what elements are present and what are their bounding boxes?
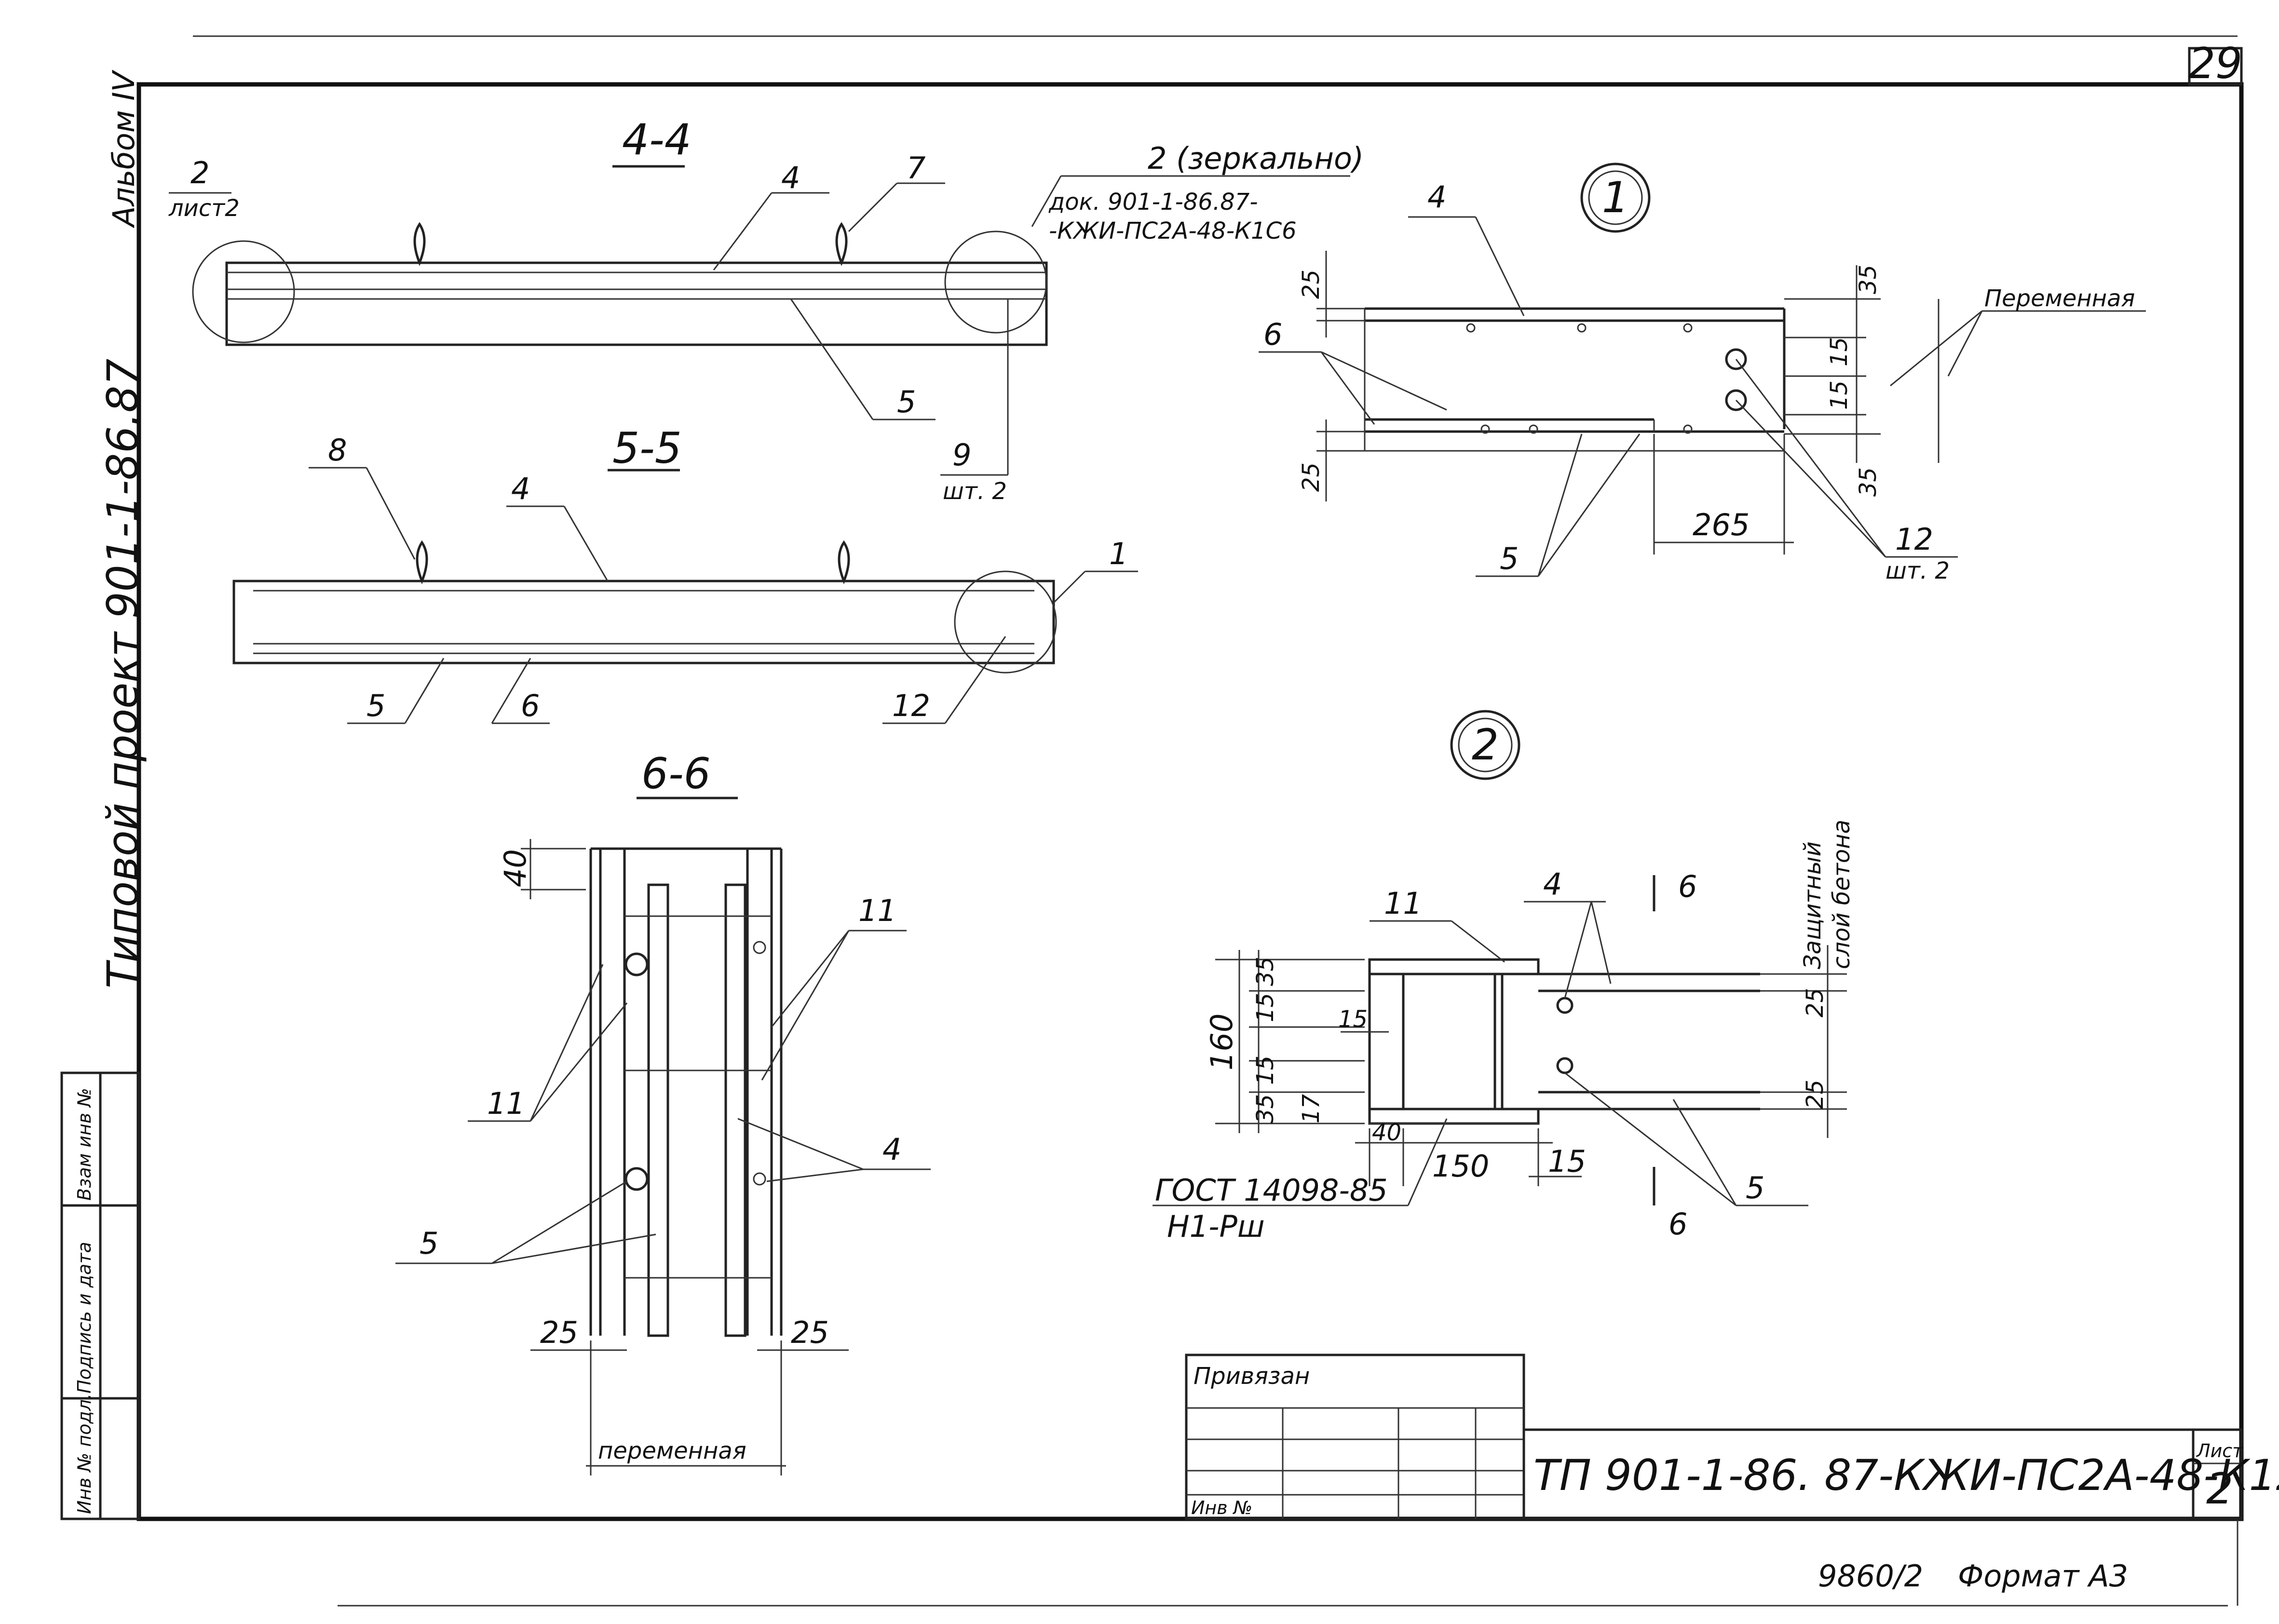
callout-4c: 4 [882,1132,901,1167]
section-4-4 [169,165,1350,476]
callout-5: 5 [897,384,916,420]
dim-25a: 25 [540,1315,578,1350]
node2-dim-35b: 35 [1252,1094,1279,1123]
section-6-6 [395,797,931,1475]
node1-dim-25a: 25 [1298,270,1325,299]
stamp-replaced-inv: Взам инв № [74,1088,95,1201]
node1-dim-25b: 25 [1298,462,1325,492]
callout-11a: 11 [487,1086,525,1121]
node2-dim-150: 150 [1432,1149,1489,1184]
footer-id: 9860/2 [1818,1558,1923,1594]
node2-dim-160: 160 [1204,1014,1239,1070]
node2-cut-6b: 6 [1669,1206,1687,1242]
callout-6: 6 [521,688,540,723]
node2-callout-4: 4 [1543,866,1562,902]
side-project: Типовой проект 901-1-86.87 [98,359,148,988]
node1-callout-4: 4 [1427,179,1446,215]
node2-dim-40: 40 [1372,1119,1401,1146]
title-block [1185,1353,2243,1520]
node1-callout-5: 5 [1500,541,1519,576]
callout-12: 12 [892,688,930,723]
section-5-5 [232,467,1138,724]
callout-1: 1 [1109,536,1128,571]
list-label: Лист [2196,1440,2244,1462]
side-album: Альбом IV [106,69,141,229]
page-number: 29 [2188,39,2242,88]
node2-dim-15d: 15 [1548,1144,1586,1179]
ref-left-num: 2 [190,155,209,190]
section-4-4-title: 4-4 [622,115,692,164]
document-code: ТП 901-1-86. 87-КЖИ-ПС2А-48-К12С6 [1533,1450,2279,1500]
ref-right-line3: -КЖИ-ПС2А-48-К1С6 [1049,217,1297,244]
node-1 [1259,162,2146,577]
callout-5b: 5 [366,688,385,723]
node2-gost-2: Н1-Рш [1167,1209,1265,1244]
node-1-label: 1 [1602,173,1629,222]
node2-gost-1: ГОСТ 14098-85 [1155,1173,1388,1208]
node2-callout-11: 11 [1384,886,1422,921]
node1-dim-35b: 35 [1855,467,1882,497]
dim-25b: 25 [791,1315,829,1350]
node2-dim-15c: 15 [1252,1056,1279,1085]
node1-callout-6: 6 [1263,317,1282,352]
node1-variable: Переменная [1984,285,2135,312]
stamp-signature-date: Подпись и дата [74,1242,95,1394]
footer-format: Формат А3 [1958,1558,2128,1594]
callout-4: 4 [781,160,800,195]
node1-callout-12-qty: шт. 2 [1886,557,1950,584]
node2-dim-25b: 25 [1802,1080,1829,1109]
inv-label: Инв № [1191,1497,1252,1518]
node2-cut-6a: 6 [1678,869,1697,904]
ref-right-line1: 2 (зеркально) [1148,141,1364,176]
checked-label: Привязан [1194,1363,1310,1390]
left-stamp [60,1071,140,1520]
node1-dim-265: 265 [1693,507,1750,542]
node1-callout-12: 12 [1895,522,1933,557]
stamp-inv-original: Инв № подл. [74,1394,95,1514]
section-6-6-title: 6-6 [641,749,711,798]
dim-variable: переменная [598,1437,746,1464]
callout-8: 8 [328,433,347,468]
node2-protective-1: Защитный [1799,841,1826,969]
node2-dim-15a: 15 [1252,993,1279,1022]
ref-right-line2: док. 901-1-86.87- [1048,189,1258,216]
callout-11b: 11 [858,893,896,928]
callout-7: 7 [907,150,925,186]
callout-4b: 4 [511,471,530,506]
node2-dim-15b: 15 [1338,1006,1368,1033]
sheet-frame [136,35,2244,1607]
node-2 [1153,710,1847,1206]
callout-9: 9 [952,437,971,473]
node2-dim-17: 17 [1298,1094,1325,1123]
node1-dim-15b: 15 [1826,380,1853,410]
node2-dim-25a: 25 [1802,988,1829,1017]
node2-dim-35a: 35 [1252,957,1279,986]
callout-9-qty: шт. 2 [943,478,1007,505]
node1-dim-15a: 15 [1826,337,1853,366]
node1-dim-35a: 35 [1855,265,1882,294]
list-number: 2 [2206,1464,2233,1514]
callout-5c: 5 [420,1226,438,1261]
dim-40: 40 [498,849,533,887]
node2-protective-2: слой бетона [1828,820,1855,969]
ref-left-sheet: лист2 [168,195,240,222]
section-5-5-title: 5-5 [612,423,682,473]
node2-callout-5: 5 [1746,1170,1764,1205]
node-2-label: 2 [1472,720,1499,770]
